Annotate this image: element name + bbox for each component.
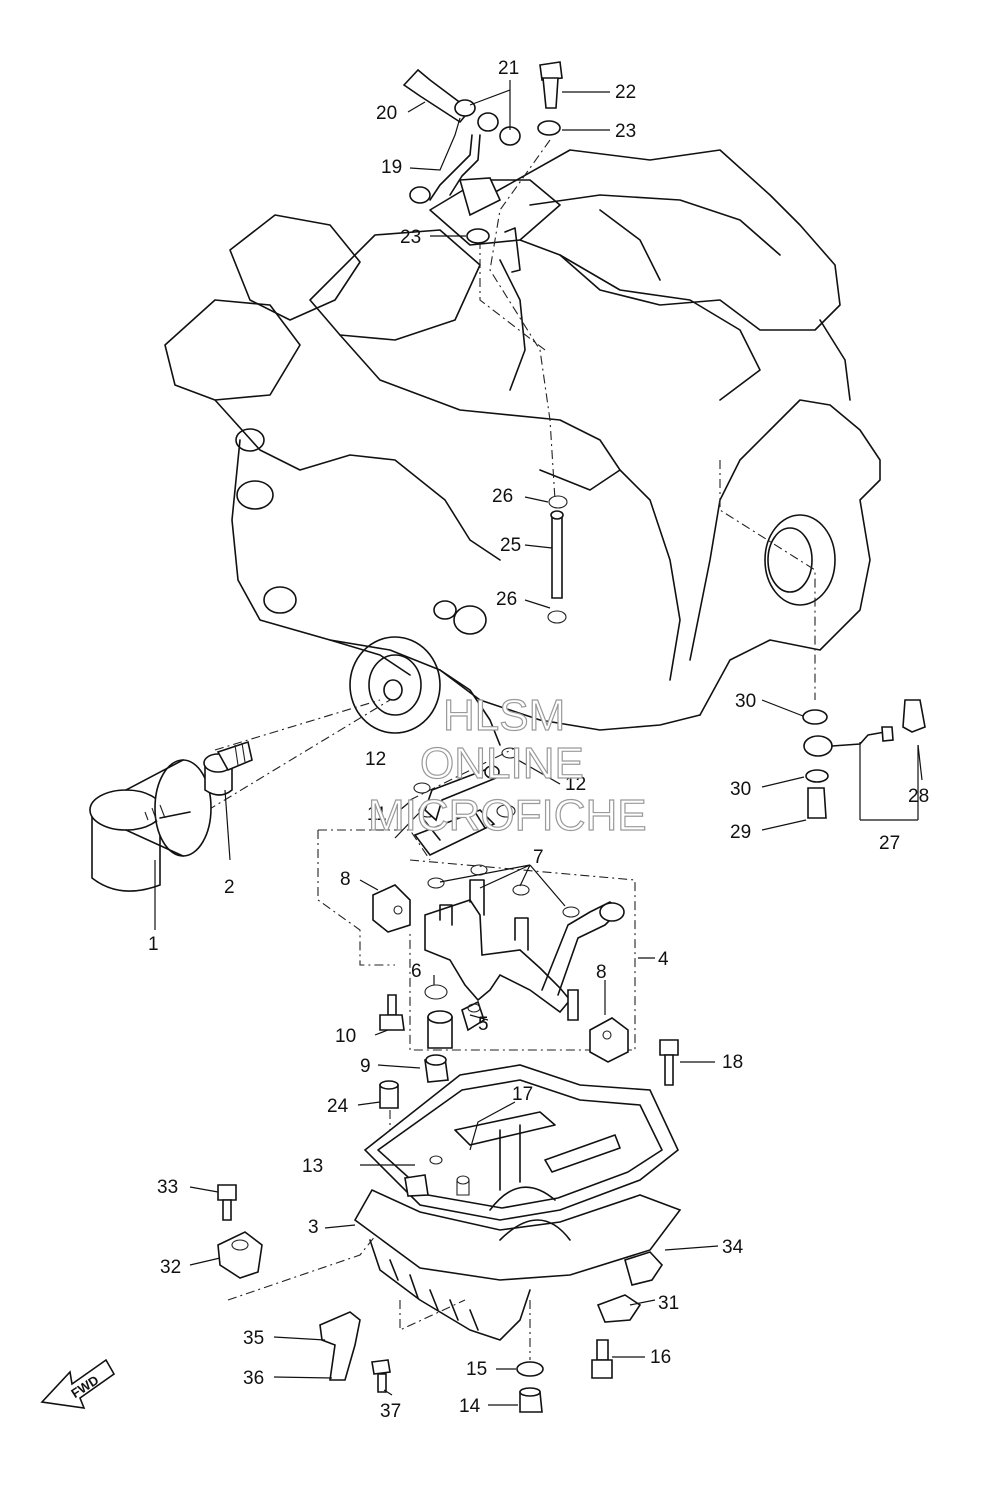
callout-14: 14 (459, 1396, 481, 1417)
callout-32: 32 (160, 1257, 181, 1278)
callout-10: 10 (335, 1026, 356, 1047)
watermark-line-2: ONLINE (420, 739, 584, 788)
engine-block (164, 149, 881, 746)
callout-18: 18 (722, 1052, 743, 1073)
callout-29: 29 (730, 822, 751, 843)
callout-9: 9 (360, 1056, 371, 1077)
callout-28: 28 (908, 786, 929, 807)
callout-22: 22 (615, 82, 636, 103)
callout-8-right: 8 (596, 962, 607, 983)
callout-30-lower: 30 (730, 779, 751, 800)
callout-26-upper: 26 (492, 486, 513, 507)
callout-35: 35 (243, 1328, 264, 1349)
callout-34: 34 (722, 1237, 744, 1258)
callout-2: 2 (224, 877, 235, 898)
callout-4: 4 (658, 949, 669, 970)
callout-37: 37 (380, 1401, 401, 1422)
callout-23-mid: 23 (400, 227, 421, 248)
callout-25: 25 (500, 535, 521, 556)
top-oil-line-parts (402, 61, 563, 273)
callout-6: 6 (411, 961, 422, 982)
callout-5: 5 (478, 1014, 489, 1035)
callout-8-left: 8 (340, 869, 351, 890)
oil-delivery-line (802, 699, 926, 819)
callout-36: 36 (243, 1368, 264, 1389)
oil-pan (353, 1064, 682, 1341)
callout-21: 21 (498, 58, 519, 79)
callout-33: 33 (157, 1177, 178, 1198)
callout-30-upper: 30 (735, 691, 756, 712)
callout-24: 24 (327, 1096, 349, 1117)
filter-fitting (203, 740, 253, 796)
callout-12-left: 12 (365, 749, 386, 770)
callout-3: 3 (308, 1217, 319, 1238)
callout-numbers: 1 2 3 4 5 6 7 8 8 9 10 11 12 12 13 14 15… (148, 58, 929, 1422)
oil-filter (89, 759, 212, 892)
oil-pipe (547, 495, 568, 624)
callout-7: 7 (533, 847, 544, 868)
callout-1: 1 (148, 934, 159, 955)
small-parts (217, 1039, 679, 1413)
oil-cooler-pipe (413, 747, 519, 822)
callout-27: 27 (879, 833, 900, 854)
watermark: HLSM ONLINE MICROFICHE (367, 690, 647, 840)
leader-lines (154, 80, 923, 1406)
callout-11: 11 (367, 804, 387, 825)
callout-31: 31 (658, 1293, 679, 1314)
fwd-arrow-icon: FWD (40, 1358, 116, 1409)
callout-20: 20 (376, 103, 397, 124)
callout-13: 13 (302, 1156, 323, 1177)
watermark-line-1: HLSM (443, 691, 565, 740)
callout-17: 17 (512, 1084, 533, 1105)
watermark-line-3: MICROFICHE (368, 791, 647, 840)
callout-23-top: 23 (615, 121, 636, 142)
callout-16: 16 (650, 1347, 671, 1368)
callout-26-lower: 26 (496, 589, 517, 610)
callout-12-right: 12 (565, 774, 586, 795)
oil-strainer-assembly (372, 804, 629, 1083)
callout-15: 15 (466, 1359, 487, 1380)
callout-19: 19 (381, 157, 402, 178)
